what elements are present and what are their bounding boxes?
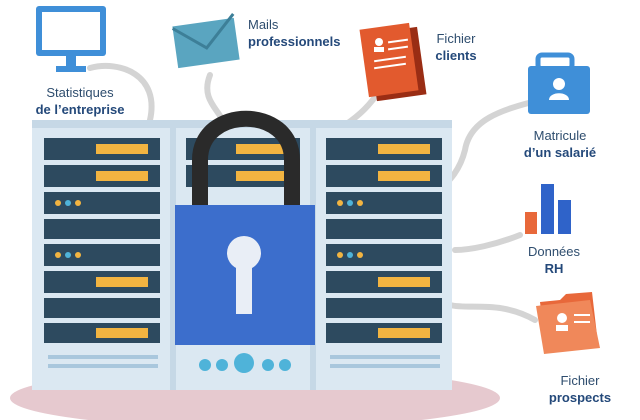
padlock-icon <box>175 110 315 345</box>
label-donnees-line1: Données <box>527 244 581 259</box>
bar-chart-icon <box>525 184 571 234</box>
briefcase-icon <box>528 52 590 114</box>
label-statistiques-line2: de l’entreprise <box>35 102 125 117</box>
label-clients-line1: Fichier <box>436 31 476 46</box>
label-matricule: Matricule d’un salarié <box>510 127 610 161</box>
envelope-icon <box>171 13 240 69</box>
label-mails: Mails professionnels <box>248 16 358 50</box>
label-clients: Fichier clients <box>428 30 484 64</box>
label-clients-line2: clients <box>435 48 477 63</box>
label-donnees: Données RH <box>514 243 594 277</box>
label-mails-line2: professionnels <box>248 34 341 49</box>
label-prospects-line1: Fichier <box>560 373 600 388</box>
monitor-icon <box>36 6 106 72</box>
server-column-left <box>44 138 160 368</box>
label-mails-line1: Mails <box>248 17 279 32</box>
client-file-icon <box>359 22 427 102</box>
label-prospects: Fichier prospects <box>540 372 620 406</box>
server-column-middle <box>186 138 300 373</box>
label-statistiques: Statistiques de l’entreprise <box>26 84 134 118</box>
label-prospects-line2: prospects <box>548 390 612 405</box>
label-matricule-line1: Matricule <box>533 128 587 143</box>
server-column-right <box>326 138 442 368</box>
label-matricule-line2: d’un salarié <box>523 145 597 160</box>
label-statistiques-line1: Statistiques <box>46 85 114 100</box>
folder-icon <box>536 292 600 354</box>
label-donnees-line2: RH <box>544 261 564 276</box>
